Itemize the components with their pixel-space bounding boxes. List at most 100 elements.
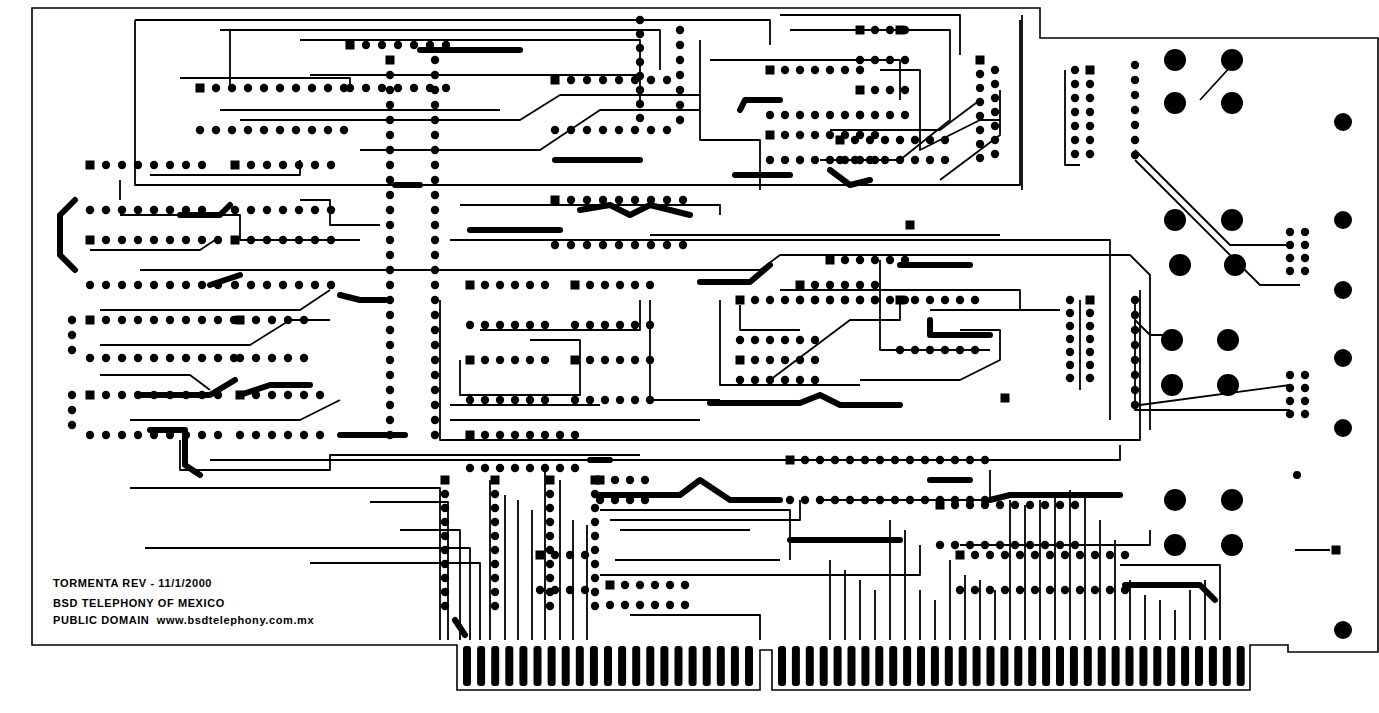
round-pad	[260, 126, 268, 134]
connector-finger	[1237, 646, 1245, 686]
round-pad	[212, 126, 220, 134]
round-pad	[1046, 551, 1054, 559]
round-pad	[102, 354, 110, 362]
round-pad	[856, 296, 864, 304]
round-pad	[1131, 341, 1139, 349]
connector-finger	[1167, 646, 1175, 686]
round-pad	[541, 281, 549, 289]
round-pad	[621, 581, 629, 589]
round-pad	[268, 431, 276, 439]
square-pad	[196, 84, 205, 93]
round-pad	[491, 602, 499, 610]
round-pad	[811, 376, 819, 384]
round-pad	[1011, 541, 1019, 549]
connector-finger	[604, 646, 612, 686]
connector-finger	[590, 646, 598, 686]
round-pad	[876, 496, 884, 504]
round-pad	[1071, 108, 1079, 116]
round-pad	[252, 391, 260, 399]
round-pad	[591, 588, 599, 596]
round-pad	[441, 574, 449, 582]
connector-finger	[463, 646, 471, 686]
round-pad	[247, 236, 255, 244]
round-pad	[150, 354, 158, 362]
round-pad	[811, 156, 819, 164]
round-pad	[118, 281, 126, 289]
connector-finger	[1042, 646, 1050, 686]
round-pad	[198, 281, 206, 289]
round-pad	[1301, 254, 1309, 262]
round-pad	[546, 574, 554, 582]
round-pad	[496, 356, 504, 364]
round-pad	[386, 131, 394, 139]
round-pad	[871, 296, 879, 304]
round-pad	[1031, 586, 1039, 594]
round-pad	[586, 396, 594, 404]
round-pad	[636, 114, 644, 122]
round-pad	[1071, 541, 1079, 549]
round-pad	[279, 206, 287, 214]
round-pad	[679, 196, 687, 204]
round-pad	[214, 281, 222, 289]
round-pad	[636, 581, 644, 589]
round-pad	[1121, 551, 1129, 559]
round-pad	[991, 66, 999, 74]
round-pad	[118, 316, 126, 324]
round-pad	[431, 71, 439, 79]
square-pad	[86, 236, 95, 245]
round-pad	[926, 156, 934, 164]
round-pad	[231, 206, 239, 214]
round-pad	[976, 140, 984, 148]
round-pad	[646, 281, 654, 289]
round-pad	[636, 44, 644, 52]
round-pad	[583, 196, 591, 204]
round-pad	[911, 296, 919, 304]
round-pad	[591, 560, 599, 568]
round-pad	[308, 84, 316, 92]
connector-finger	[1195, 646, 1203, 686]
round-pad	[981, 541, 989, 549]
round-pad	[481, 281, 489, 289]
round-pad	[681, 601, 689, 609]
round-pad	[541, 431, 549, 439]
round-pad	[583, 76, 591, 84]
connector-finger	[519, 646, 527, 686]
round-pad	[311, 236, 319, 244]
round-pad	[811, 356, 819, 364]
round-pad	[796, 111, 804, 119]
round-pad	[300, 354, 308, 362]
round-pad	[796, 131, 804, 139]
round-pad	[386, 311, 394, 319]
connector-finger	[477, 646, 485, 686]
connector-finger	[792, 646, 800, 686]
round-pad	[441, 602, 449, 610]
round-pad	[284, 316, 292, 324]
connector-finger	[491, 646, 499, 686]
round-pad	[766, 111, 774, 119]
square-pad	[231, 161, 240, 170]
round-pad	[150, 431, 158, 439]
round-pad	[956, 586, 964, 594]
round-pad	[991, 94, 999, 102]
round-pad	[586, 356, 594, 364]
round-pad	[901, 111, 909, 119]
round-pad	[102, 206, 110, 214]
round-pad	[941, 296, 949, 304]
round-pad	[386, 161, 394, 169]
connector-finger	[861, 646, 869, 686]
round-pad	[491, 490, 499, 498]
connector-finger	[1070, 646, 1078, 686]
round-pad	[986, 586, 994, 594]
round-pad	[971, 296, 979, 304]
connector-finger	[848, 646, 856, 686]
round-pad	[386, 221, 394, 229]
round-pad	[426, 41, 434, 49]
round-pad	[150, 206, 158, 214]
square-pad	[906, 221, 915, 230]
round-pad	[781, 336, 789, 344]
square-pad	[551, 196, 560, 205]
round-pad	[751, 376, 759, 384]
round-pad	[252, 354, 260, 362]
round-pad	[611, 476, 619, 484]
round-pad	[102, 281, 110, 289]
